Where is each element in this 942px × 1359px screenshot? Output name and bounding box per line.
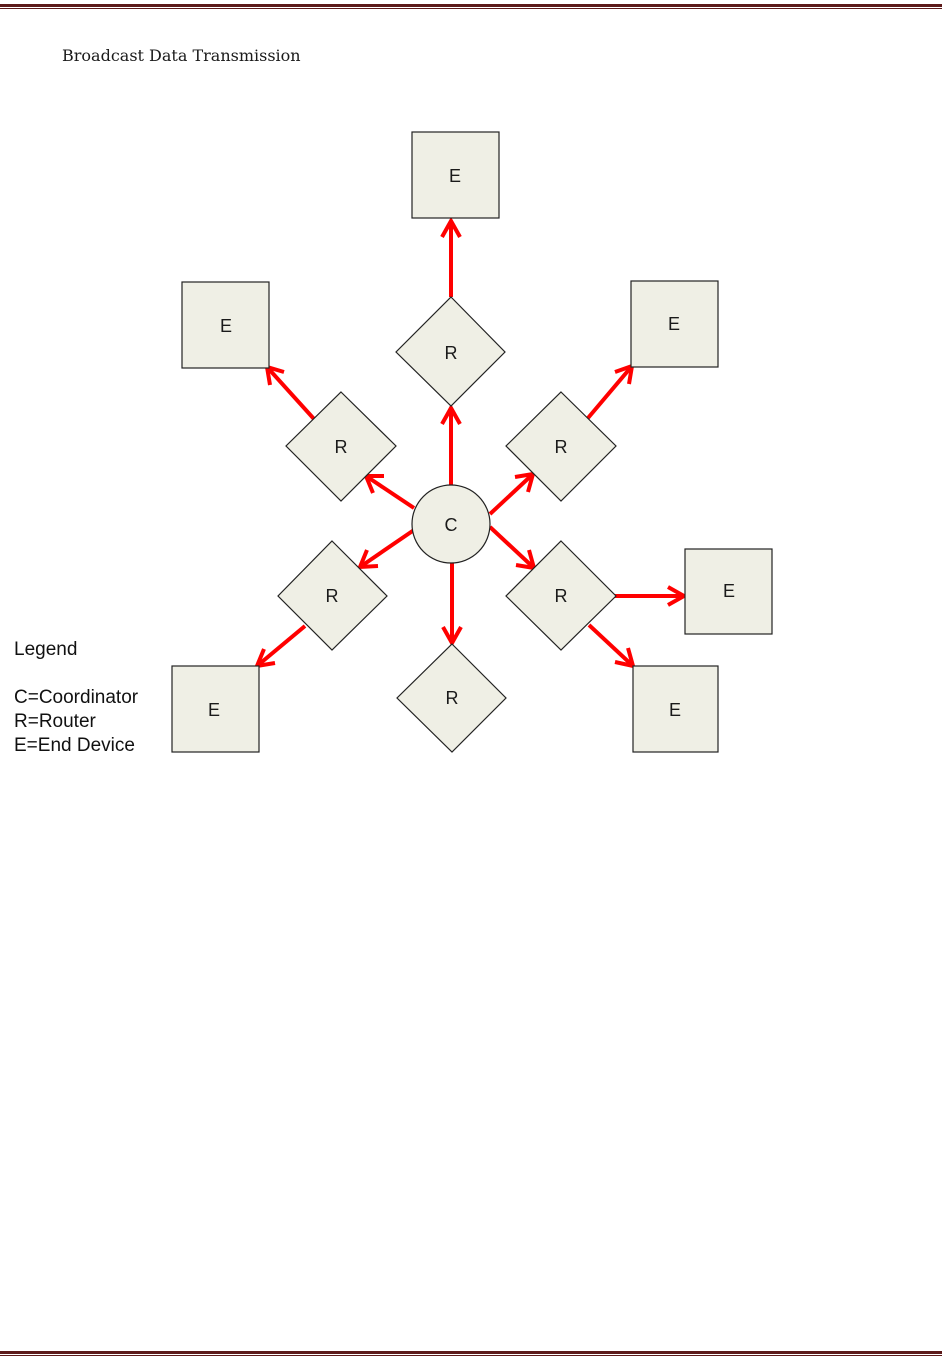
router-label: R: [446, 688, 459, 708]
end-device-label: E: [723, 581, 735, 601]
arrow-r-upper-right-to-e: [588, 366, 632, 418]
arrow-c-to-r-lower-right: [490, 527, 534, 568]
router-label: R: [555, 586, 568, 606]
arrow-c-to-r-bottom: [443, 563, 461, 643]
router-bottom: R: [397, 644, 506, 752]
router-label: R: [335, 437, 348, 457]
router-label: R: [555, 437, 568, 457]
router-top: R: [396, 297, 505, 406]
arrow-c-to-r-upper-left: [366, 476, 414, 508]
coordinator-label: C: [445, 515, 458, 535]
arrow-r-lower-right-to-e-right: [614, 587, 684, 605]
end-device-label: E: [208, 700, 220, 720]
end-device-lower-left: E: [172, 666, 259, 752]
end-device-label: E: [449, 166, 461, 186]
end-device-label: E: [668, 314, 680, 334]
end-device-right: E: [685, 549, 772, 634]
legend-entry-coordinator: C=Coordinator: [14, 686, 138, 710]
router-label: R: [445, 343, 458, 363]
footer-rule: [0, 1351, 942, 1356]
end-device-upper-left: E: [182, 282, 269, 368]
legend-title: Legend: [14, 638, 138, 662]
arrow-r-upper-left-to-e: [267, 367, 314, 419]
router-label: R: [326, 586, 339, 606]
legend-entry-router: R=Router: [14, 710, 138, 734]
legend: Legend C=Coordinator R=Router E=End Devi…: [14, 638, 138, 758]
arrow-r-lower-left-to-e: [257, 626, 305, 666]
arrow-c-to-r-upper-right: [490, 474, 533, 514]
arrow-c-to-r-top: [442, 408, 460, 486]
end-device-top: E: [412, 132, 499, 218]
arrow-r-top-to-e-top: [442, 221, 460, 297]
coordinator: C: [412, 485, 490, 563]
end-device-upper-right: E: [631, 281, 718, 367]
end-device-label: E: [220, 316, 232, 336]
legend-entry-end-device: E=End Device: [14, 734, 138, 758]
end-device-lower-right: E: [633, 666, 718, 752]
end-device-label: E: [669, 700, 681, 720]
arrow-c-to-r-lower-left: [360, 530, 414, 567]
arrow-r-lower-right-to-e-bottom: [589, 625, 633, 666]
